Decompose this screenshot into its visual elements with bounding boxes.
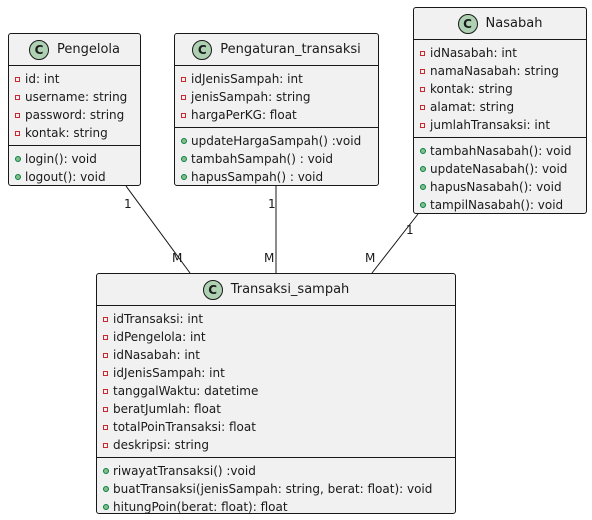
method-item: tambahSampah() : void [175,150,378,168]
attribute-item: idTransaksi: int [97,310,455,328]
class-nasabah[interactable]: C Nasabah idNasabah: int namaNasabah: st… [413,7,587,214]
method-item: tampilNasabah(): void [414,196,586,214]
method-item: logout(): void [9,168,140,186]
method-item: updateHargaSampah() :void [175,132,378,150]
class-name: Nasabah [485,16,543,31]
class-stereotype-icon: C [28,39,49,60]
mult-nasabah-many: M [365,251,376,265]
attribute-item: deskripsi: string [97,436,455,454]
class-stereotype-icon: C [457,13,478,34]
edge-pengelola-transaksi [125,185,191,274]
class-header: C Nasabah [414,8,586,40]
class-header: C Pengelola [9,34,140,66]
method-section: riwayatTransaksi() :void buatTransaksi(j… [97,458,455,519]
attribute-item: tanggalWaktu: datetime [97,382,455,400]
mult-pengaturan-one: 1 [268,197,276,211]
attribute-item: jumlahTransaksi: int [414,116,586,134]
class-stereotype-icon: C [192,39,213,60]
class-header: C Pengaturan_transaksi [175,34,378,66]
attribute-item: kontak: string [414,80,586,98]
method-item: riwayatTransaksi() :void [97,462,455,480]
method-item: hitungPoin(berat: float): float [97,498,455,516]
method-item: login(): void [9,150,140,168]
edge-nasabah-transaksi [371,213,419,274]
mult-nasabah-one: 1 [406,223,414,237]
class-name: Pengaturan_transaksi [220,42,361,57]
attribute-item: alamat: string [414,98,586,116]
attribute-item: idJenisSampah: int [175,70,378,88]
method-item: hapusSampah() : void [175,168,378,186]
attribute-item: beratJumlah: float [97,400,455,418]
attribute-section: idJenisSampah: int jenisSampah: string h… [175,66,378,128]
attribute-item: totalPoinTransaksi: float [97,418,455,436]
attribute-item: namaNasabah: string [414,62,586,80]
attribute-item: password: string [9,106,140,124]
method-section: updateHargaSampah() :void tambahSampah()… [175,128,378,189]
attribute-item: username: string [9,88,140,106]
mult-pengaturan-many: M [264,251,275,265]
class-stereotype-icon: C [202,279,223,300]
method-item: tambahNasabah(): void [414,142,586,160]
method-section: login(): void logout(): void [9,146,140,189]
class-name: Pengelola [56,42,120,57]
attribute-section: idTransaksi: int idPengelola: int idNasa… [97,306,455,458]
attribute-item: hargaPerKG: float [175,106,378,124]
attribute-section: id: int username: string password: strin… [9,66,140,146]
attribute-item: idPengelola: int [97,328,455,346]
class-pengaturan-transaksi[interactable]: C Pengaturan_transaksi idJenisSampah: in… [174,33,379,186]
class-name: Transaksi_sampah [230,282,350,297]
attribute-item: idJenisSampah: int [97,364,455,382]
class-transaksi-sampah[interactable]: C Transaksi_sampah idTransaksi: int idPe… [96,273,456,514]
mult-pengelola-many: M [172,251,183,265]
mult-pengelola-one: 1 [124,197,132,211]
attribute-item: idNasabah: int [414,44,586,62]
method-section: tambahNasabah(): void updateNasabah(): v… [414,138,586,217]
class-pengelola[interactable]: C Pengelola id: int username: string pas… [8,33,141,186]
attribute-item: kontak: string [9,124,140,142]
method-item: updateNasabah(): void [414,160,586,178]
method-item: hapusNasabah(): void [414,178,586,196]
attribute-item: idNasabah: int [97,346,455,364]
attribute-item: id: int [9,70,140,88]
method-item: buatTransaksi(jenisSampah: string, berat… [97,480,455,498]
class-header: C Transaksi_sampah [97,274,455,306]
attribute-item: jenisSampah: string [175,88,378,106]
attribute-section: idNasabah: int namaNasabah: string konta… [414,40,586,138]
